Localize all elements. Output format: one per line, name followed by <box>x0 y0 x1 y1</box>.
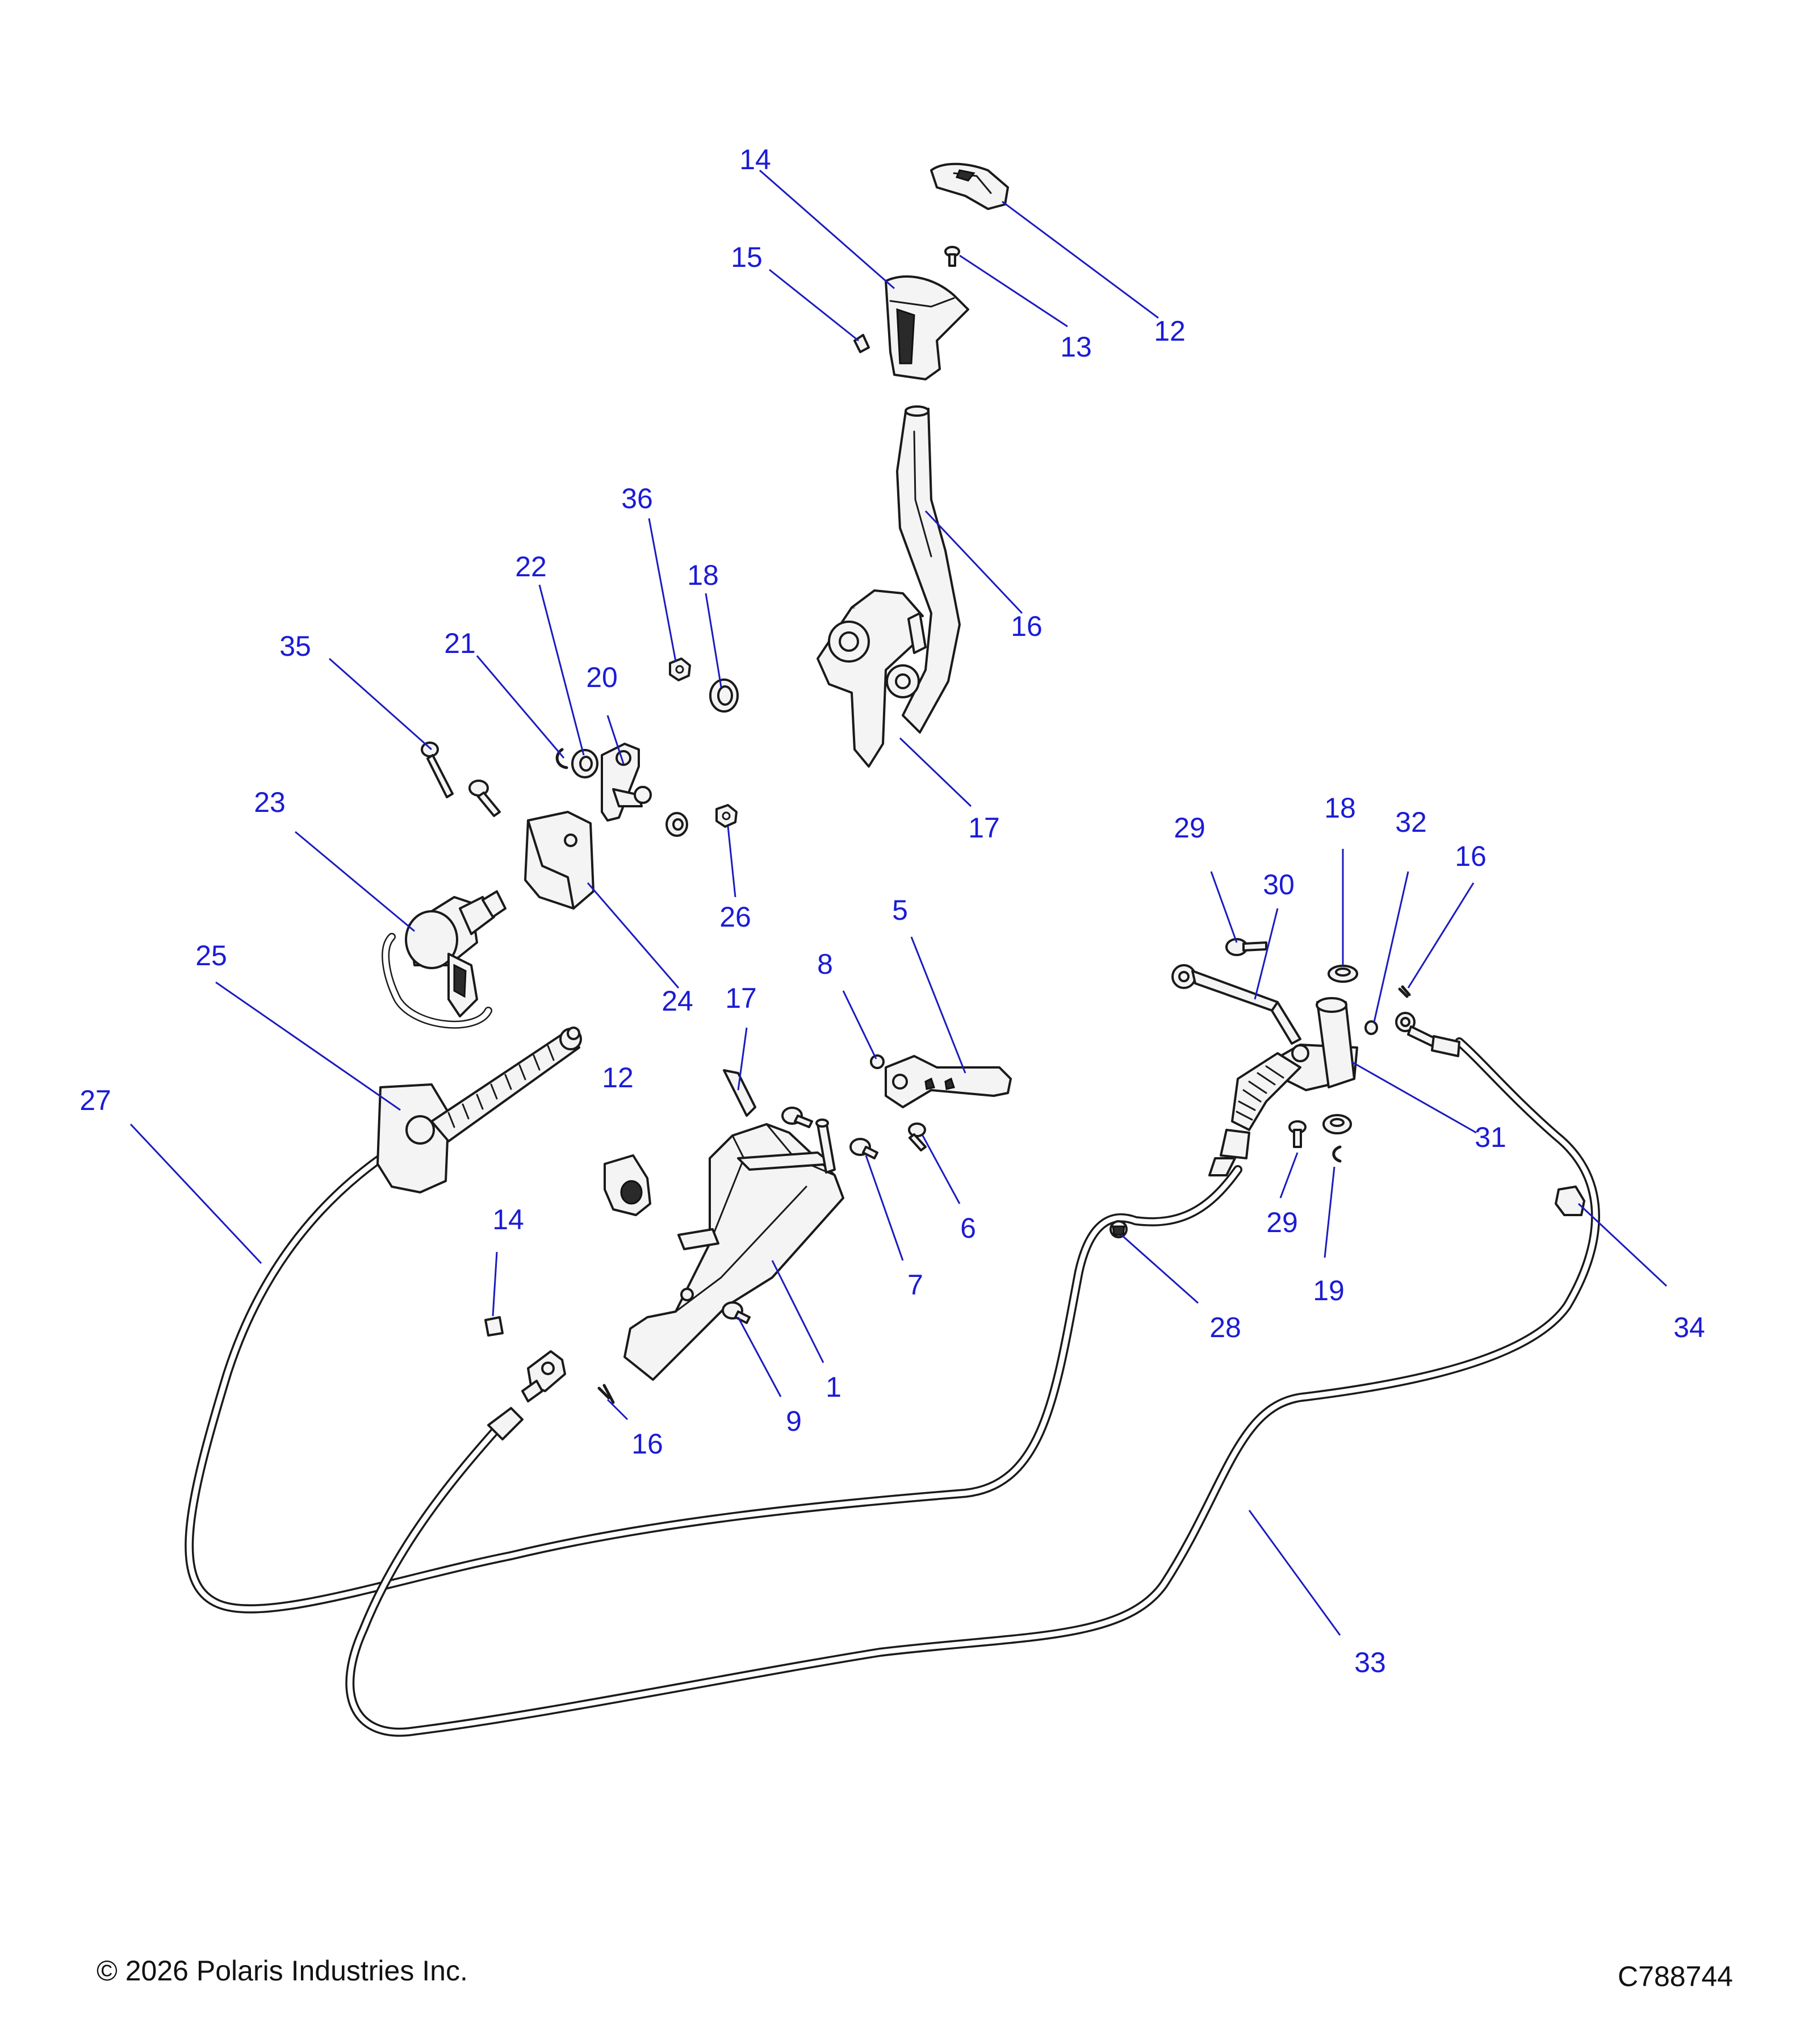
part-30-rod-end <box>1171 964 1301 1045</box>
part-17-clip <box>723 1069 756 1117</box>
part-33-cable-end <box>487 1350 566 1440</box>
part-25-cable-end <box>376 1027 582 1193</box>
part-14-pin <box>484 1316 504 1337</box>
callout-25: 25 <box>195 940 227 971</box>
callout-labels: 14 15 13 12 36 18 16 22 20 21 35 17 23 2… <box>79 144 1705 1678</box>
callout-17: 17 <box>968 812 1000 844</box>
drawing-id: C788744 <box>1618 1961 1733 1992</box>
part-31-shift-mechanism <box>1208 997 1358 1176</box>
part-17-lever-bracket <box>817 589 927 768</box>
part-29-bolt-lower <box>1288 1120 1307 1148</box>
part-36-nut <box>669 657 691 681</box>
part-18-bushing-right <box>1328 965 1358 983</box>
callout-34: 34 <box>1673 1312 1705 1343</box>
callout-16: 16 <box>1455 840 1487 872</box>
copyright-text: © 2026 Polaris Industries Inc. <box>97 1955 468 1987</box>
callout-28: 28 <box>1209 1312 1241 1343</box>
part-35-bolt <box>421 742 454 798</box>
part-21-clip <box>555 748 568 769</box>
callout-17: 17 <box>725 982 757 1014</box>
part-22-bushing <box>571 749 598 778</box>
callout-14: 14 <box>739 144 771 175</box>
callout-23: 23 <box>254 786 286 818</box>
callout-35: 35 <box>279 630 311 662</box>
callout-18: 18 <box>687 559 719 591</box>
part-washer <box>665 812 688 837</box>
callout-14: 14 <box>492 1204 524 1235</box>
callout-32: 32 <box>1395 806 1427 838</box>
part-14-shift-knob <box>885 275 969 380</box>
callout-9: 9 <box>786 1405 802 1437</box>
callout-8: 8 <box>817 948 833 980</box>
part-bolt-upper <box>781 1107 813 1128</box>
part-32-nut <box>1364 1020 1378 1035</box>
callout-7: 7 <box>907 1269 923 1301</box>
part-15-pin <box>853 334 870 353</box>
part-33-cable-end-right <box>1395 1012 1460 1057</box>
callout-16: 16 <box>631 1428 663 1460</box>
callout-27: 27 <box>79 1084 111 1116</box>
part-13-screw <box>944 246 960 267</box>
part-8-nut <box>870 1054 885 1069</box>
part-28-clip <box>1110 1220 1128 1238</box>
callout-12: 12 <box>602 1062 634 1094</box>
callout-6: 6 <box>960 1212 976 1244</box>
callout-1: 1 <box>826 1371 841 1403</box>
part-20-link <box>601 743 652 822</box>
part-7-bolt <box>849 1138 878 1159</box>
callout-36: 36 <box>621 483 653 514</box>
part-5-handle <box>885 1055 1012 1108</box>
part-26-nut <box>715 804 738 828</box>
part-23-switch <box>382 890 506 1029</box>
callout-30: 30 <box>1263 869 1295 900</box>
callout-19: 19 <box>1313 1275 1345 1306</box>
part-bolt <box>468 780 501 817</box>
part-6-bolt <box>908 1122 927 1151</box>
callout-26: 26 <box>719 901 751 933</box>
cable-27 <box>185 1125 1242 1614</box>
part-29-bolt-upper <box>1225 938 1267 956</box>
part-16-shift-lever <box>896 405 961 734</box>
part-12-top-cap <box>930 162 1009 210</box>
callout-33: 33 <box>1354 1647 1386 1678</box>
cable-33 <box>345 1037 1600 1737</box>
callout-29: 29 <box>1174 812 1205 844</box>
part-19-clip <box>1332 1145 1342 1163</box>
part-16-clip <box>597 1384 615 1404</box>
callout-12: 12 <box>1154 315 1186 347</box>
callout-18: 18 <box>1324 792 1356 824</box>
part-1-mount-bracket <box>623 1119 844 1381</box>
part-18-bushing <box>709 678 739 713</box>
callout-20: 20 <box>586 661 618 693</box>
leader-lines <box>129 169 1668 1636</box>
callout-22: 22 <box>515 551 547 583</box>
callout-21: 21 <box>444 627 476 659</box>
part-9-bolt <box>722 1301 751 1324</box>
callout-24: 24 <box>662 985 693 1017</box>
part-washer-right <box>1322 1114 1352 1134</box>
part-24-bracket <box>524 811 594 910</box>
callout-31: 31 <box>1475 1121 1506 1153</box>
part-12-block <box>604 1154 651 1216</box>
callout-5: 5 <box>892 894 908 926</box>
callout-16: 16 <box>1011 610 1043 642</box>
callout-29: 29 <box>1266 1207 1298 1238</box>
part-34-clamp <box>1555 1186 1585 1216</box>
callout-13: 13 <box>1060 331 1092 363</box>
callout-15: 15 <box>731 241 763 273</box>
part-16-clip-right <box>1398 985 1411 998</box>
